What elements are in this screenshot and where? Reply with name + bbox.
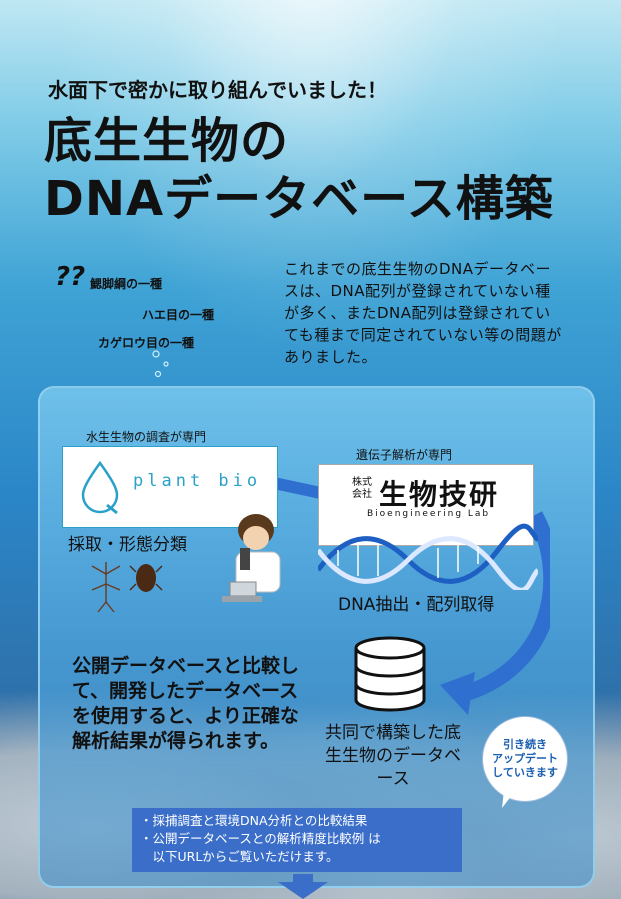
info-box: ・採捕調査と環境DNA分析との比較結果 ・公開データベースとの解析精度比較例 は… — [132, 808, 462, 872]
update-bubble: 引き続き アップデート していきます — [482, 716, 568, 802]
bubble-tail — [502, 790, 516, 808]
specimen-label: 鰓脚綱の一種 — [90, 277, 163, 291]
info-line: ・公開データベースとの解析精度比較例 は — [140, 831, 381, 846]
bioeng-kabushiki: 株式会社 — [352, 477, 372, 500]
down-arrow-icon — [278, 874, 328, 899]
dna-helix-icon — [318, 523, 538, 590]
intro-text: これまでの底生生物のDNAデータベースは、DNA配列が登録されていない種が多く、… — [284, 260, 562, 366]
researcher-icon — [222, 514, 281, 602]
info-line: 以下URLからご覧いただけます。 — [140, 849, 339, 864]
info-line: ・採捕調査と環境DNA分析との比較結果 — [140, 813, 368, 828]
page-title-line2: DNAデータベース構築 — [44, 171, 554, 227]
database-caption: 共同で構築した底生生物のデータベース — [325, 723, 461, 789]
dna-caption: DNA抽出・配列取得 — [338, 595, 495, 615]
database-icon — [354, 636, 426, 712]
update-bubble-text: 引き続き アップデート していきます — [492, 738, 558, 779]
highlight-text: 公開データベースと比較して、開発したデータベースを使用すると、より正確な解析結果… — [72, 655, 300, 752]
insect-icons — [91, 562, 163, 613]
specimen-label: ハエ目の一種 — [142, 308, 215, 322]
page-title: 底生生物の DNAデータベース構築 — [44, 112, 554, 228]
question-mark-icon: ?? — [55, 262, 86, 292]
drop-icon — [81, 460, 119, 515]
plant-bio-logo-text: plant bio — [133, 471, 262, 491]
bubbles-icon — [152, 350, 169, 378]
plant-bio-logo: plant bio — [62, 446, 278, 528]
specimen-label: カゲロウ目の一種 — [98, 336, 195, 350]
bioeng-logo: 株式会社 生物技研 Bioengineering Lab — [318, 464, 534, 546]
bioeng-subtitle: Bioengineering Lab — [367, 509, 491, 519]
bioeng-specialty-label: 遺伝子解析が専門 — [356, 448, 453, 462]
page-subtitle: 水面下で密かに取り組んでいました！ — [48, 78, 387, 102]
bioeng-name: 生物技研 — [379, 478, 500, 511]
plant-bio-specialty-label: 水生生物の調査が専門 — [86, 430, 207, 444]
page-title-line1: 底生生物の — [44, 113, 290, 169]
sampling-caption: 採取・形態分類 — [68, 535, 187, 555]
